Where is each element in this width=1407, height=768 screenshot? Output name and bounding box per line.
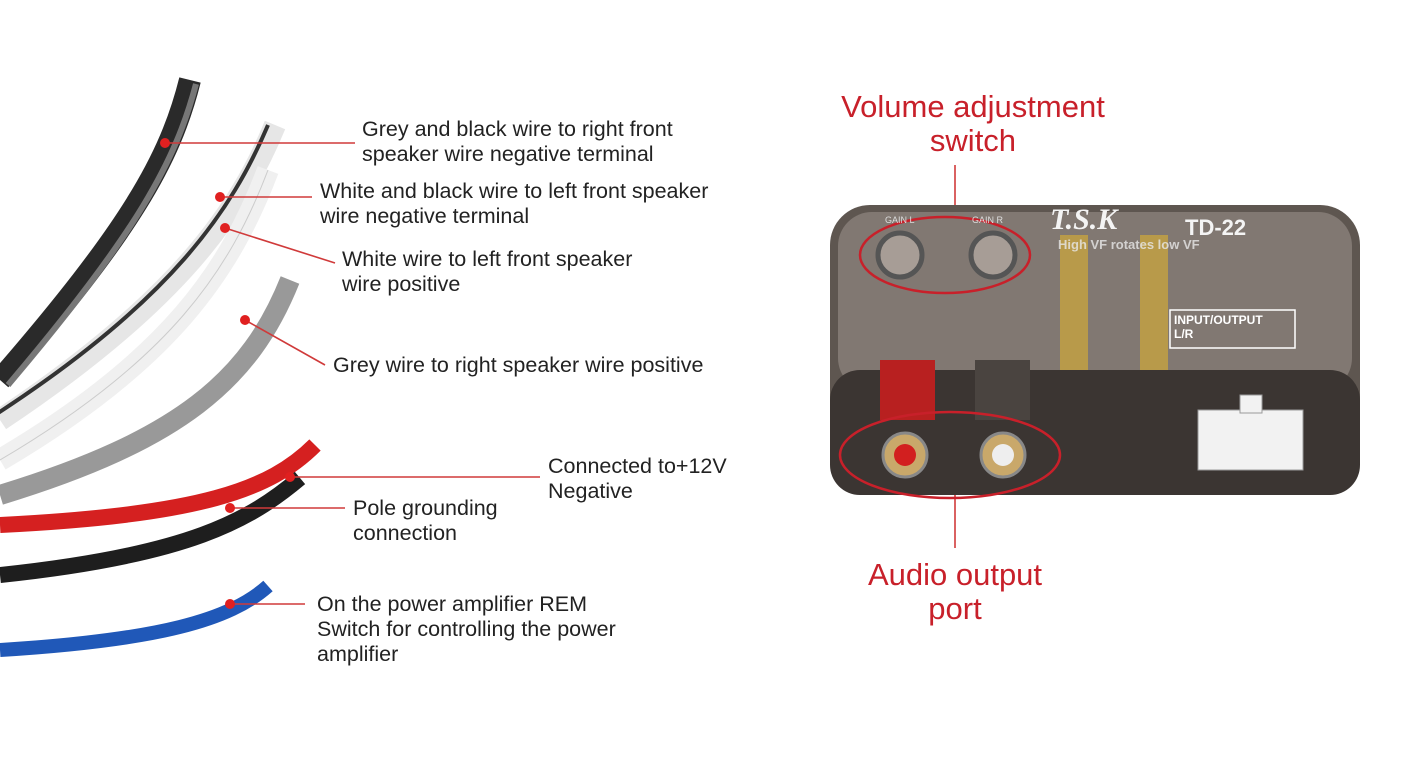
label-line: amplifier <box>317 642 399 666</box>
io-label: INPUT/OUTPUT L/R <box>1174 313 1263 341</box>
callout-volume-switch: Volume adjustment switch <box>823 90 1123 158</box>
label-ground: Pole grounding connection <box>353 496 498 546</box>
gain-right-label: GAIN R <box>972 215 1004 225</box>
wire-grey <box>0 276 300 505</box>
label-line: speaker wire negative terminal <box>362 142 654 166</box>
label-line: Pole grounding <box>353 496 498 520</box>
io-label-line: INPUT/OUTPUT <box>1174 313 1263 327</box>
wire-black <box>0 471 306 583</box>
label-grey-wire: Grey wire to right speaker wire positive <box>333 353 703 378</box>
label-line: Grey and black wire to right front <box>362 117 673 141</box>
gain-right-knob <box>968 230 1018 280</box>
label-line: White wire to left front speaker <box>342 247 633 271</box>
callout-line: port <box>928 591 982 626</box>
label-grey-black-wire: Grey and black wire to right front speak… <box>362 117 673 167</box>
gain-left-knob <box>875 230 925 280</box>
audio-highlight <box>838 410 1062 500</box>
wire-red <box>0 439 321 533</box>
device-tagline: High VF rotates low VF <box>1058 237 1200 252</box>
label-white-black-wire: White and black wire to left front speak… <box>320 179 708 229</box>
leader-lines <box>165 142 956 605</box>
leader-dots <box>160 138 295 609</box>
label-white-wire: White wire to left front speaker wire po… <box>342 247 632 297</box>
callout-line: Volume adjustment <box>841 89 1105 124</box>
volume-highlight <box>858 215 1032 295</box>
callout-audio-output: Audio output port <box>805 558 1105 626</box>
device-brand: T.S.K <box>1050 203 1118 236</box>
label-line: Connected to+12V <box>548 454 727 478</box>
wire-white <box>0 166 279 470</box>
device-model: TD-22 <box>1185 215 1247 240</box>
gain-left-label: GAIN L <box>885 215 915 225</box>
label-rem: On the power amplifier REM Switch for co… <box>317 592 616 667</box>
crossover-device <box>830 205 1360 500</box>
wire-grey-black <box>0 77 201 388</box>
label-line: White and black wire to left front speak… <box>320 179 709 203</box>
power-connector <box>1197 409 1304 471</box>
wire-blue <box>0 580 273 657</box>
callout-line: Audio output <box>867 557 1043 592</box>
label-line: Switch for controlling the power <box>317 617 616 641</box>
label-12v: Connected to+12V Negative <box>548 454 727 504</box>
label-line: Grey wire to right speaker wire positive <box>333 353 704 377</box>
callout-line: switch <box>929 123 1017 158</box>
label-line: On the power amplifier REM <box>317 592 588 616</box>
label-line: Negative <box>548 479 633 503</box>
io-label-line: L/R <box>1174 327 1194 341</box>
label-line: wire positive <box>342 272 461 296</box>
wire-white-black <box>0 120 286 430</box>
label-line: connection <box>353 521 457 545</box>
label-line: wire negative terminal <box>320 204 530 228</box>
